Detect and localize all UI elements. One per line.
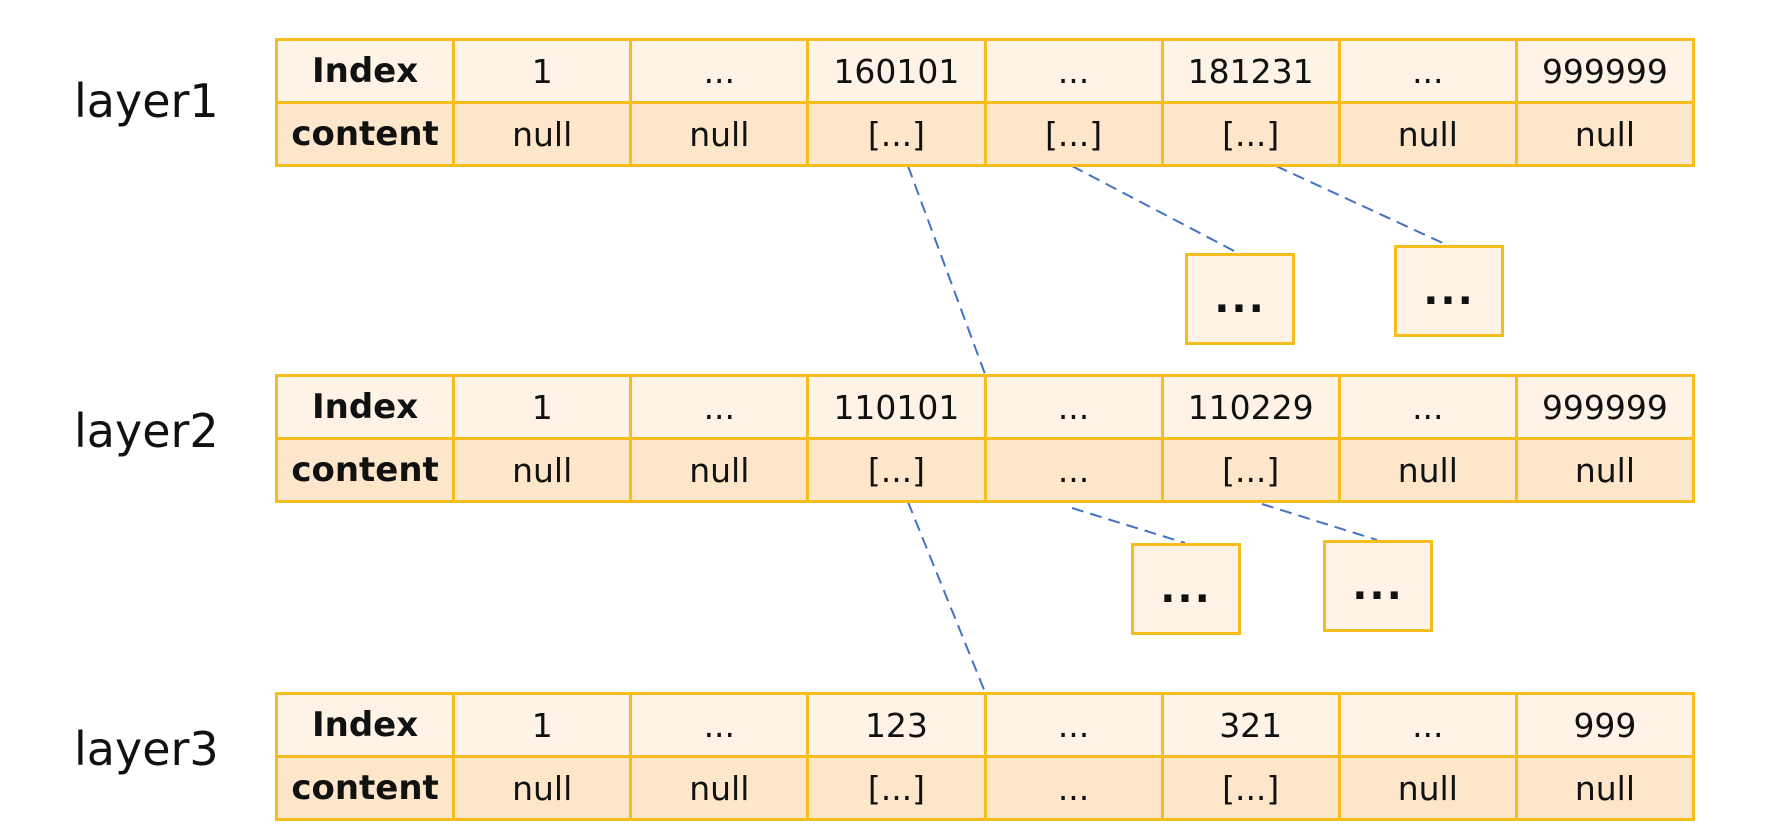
index-cell: ...	[983, 38, 1164, 104]
content-header: content	[274, 101, 456, 167]
index-cell: 1	[452, 374, 633, 440]
link-l2-110229-to-node4	[1261, 503, 1378, 541]
content-cell: [...]	[1160, 755, 1341, 821]
layer2-label: layer2	[74, 404, 219, 458]
link-l1-col4-to-node1	[1071, 165, 1239, 254]
content-row: content null null [...] ... [...] null n…	[274, 437, 1696, 503]
index-cell: ...	[629, 374, 810, 440]
index-cell: ...	[983, 692, 1164, 758]
index-cell: ...	[1337, 692, 1518, 758]
content-cell: ...	[983, 755, 1164, 821]
index-cell: ...	[1337, 374, 1518, 440]
content-cell: [...]	[806, 755, 987, 821]
index-row: Index 1 ... 110101 ... 110229 ... 999999	[274, 374, 1696, 440]
index-header: Index	[274, 374, 456, 440]
content-cell: null	[1514, 437, 1696, 503]
index-cell: 123	[806, 692, 987, 758]
index-cell: 160101	[806, 38, 987, 104]
content-cell: null	[1514, 101, 1696, 167]
link-l1-181231-to-node2	[1275, 165, 1448, 246]
index-cell: ...	[629, 692, 810, 758]
content-cell: [...]	[983, 101, 1164, 167]
content-row: content null null [...] ... [...] null n…	[274, 755, 1696, 821]
content-cell: null	[1337, 101, 1518, 167]
index-cell: 999999	[1514, 374, 1696, 440]
layer1-table: Index 1 ... 160101 ... 181231 ... 999999…	[274, 38, 1696, 167]
index-row: Index 1 ... 123 ... 321 ... 999	[274, 692, 1696, 758]
index-cell: ...	[629, 38, 810, 104]
content-cell: [...]	[806, 437, 987, 503]
layer3-label: layer3	[74, 722, 219, 776]
index-cell: ...	[1337, 38, 1518, 104]
content-header: content	[274, 755, 456, 821]
content-row: content null null [...] [...] [...] null…	[274, 101, 1696, 167]
layer2-table: Index 1 ... 110101 ... 110229 ... 999999…	[274, 374, 1696, 503]
index-cell: 321	[1160, 692, 1341, 758]
layer3-table: Index 1 ... 123 ... 321 ... 999 content …	[274, 692, 1696, 821]
content-cell: null	[452, 101, 633, 167]
content-cell: null	[1337, 755, 1518, 821]
index-cell: 999999	[1514, 38, 1696, 104]
link-l2-col4-to-node3	[1071, 507, 1186, 544]
content-cell: null	[1337, 437, 1518, 503]
index-cell: 1	[452, 38, 633, 104]
index-cell: 110101	[806, 374, 987, 440]
index-cell: 999	[1514, 692, 1696, 758]
index-cell: 110229	[1160, 374, 1341, 440]
index-header: Index	[274, 38, 456, 104]
child-node: ...	[1185, 253, 1295, 345]
index-cell: ...	[983, 374, 1164, 440]
child-node: ...	[1323, 540, 1433, 632]
content-cell: null	[629, 437, 810, 503]
content-cell: null	[452, 437, 633, 503]
index-row: Index 1 ... 160101 ... 181231 ... 999999	[274, 38, 1696, 104]
link-l2-110101-to-layer3	[907, 501, 986, 693]
layer1-label: layer1	[74, 74, 219, 128]
index-header: Index	[274, 692, 456, 758]
content-header: content	[274, 437, 456, 503]
child-node: ...	[1131, 543, 1241, 635]
child-node: ...	[1394, 245, 1504, 337]
link-l1-160101-to-layer2	[907, 165, 986, 375]
content-cell: null	[629, 101, 810, 167]
index-cell: 181231	[1160, 38, 1341, 104]
content-cell: [...]	[806, 101, 987, 167]
content-cell: [...]	[1160, 437, 1341, 503]
content-cell: ...	[983, 437, 1164, 503]
content-cell: null	[629, 755, 810, 821]
index-cell: 1	[452, 692, 633, 758]
content-cell: null	[452, 755, 633, 821]
content-cell: null	[1514, 755, 1696, 821]
content-cell: [...]	[1160, 101, 1341, 167]
